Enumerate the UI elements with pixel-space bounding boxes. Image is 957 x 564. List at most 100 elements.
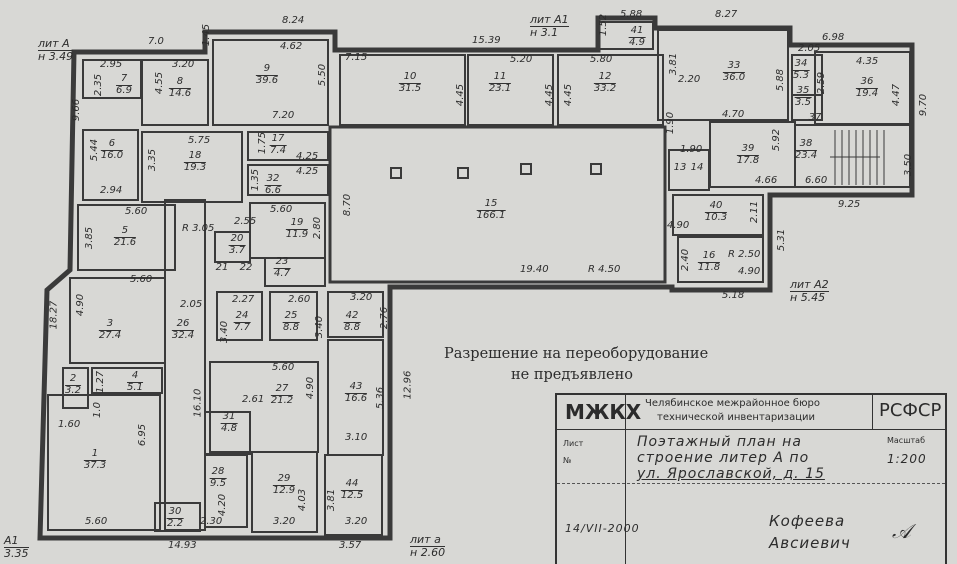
dimension-label: 5.75 — [188, 135, 211, 146]
dimension-label: 3.35 — [147, 148, 159, 172]
dimension-label: 3.10 — [345, 432, 368, 443]
checker-name: Авсиевич — [769, 534, 851, 552]
dimension-label: 1.45 — [201, 23, 213, 47]
room-area: 4.7 — [274, 267, 290, 279]
dimension-label: 2.55 — [234, 216, 257, 227]
room-area: 27.4 — [98, 329, 122, 341]
dimension-label: 2.59 — [816, 71, 828, 95]
dimension-label: 4.90 — [738, 266, 761, 277]
dimension-label: 1.35 — [250, 168, 262, 192]
room-number: 2 — [65, 373, 81, 386]
dimension-label: 3.57 — [339, 540, 362, 551]
room-number: 1 — [83, 448, 107, 461]
dimension-label: 3.81 — [668, 52, 680, 76]
room-number: 19 — [285, 217, 309, 230]
dimension-label: 3.20 — [350, 292, 373, 303]
room-number: 29 — [272, 473, 296, 486]
scale-label: Масштаб — [887, 436, 926, 445]
room-area: 36.0 — [722, 71, 746, 83]
dimension-label: 5.60 — [130, 274, 153, 285]
room-number: 24 — [233, 310, 251, 323]
dimension-label: 3.20 — [273, 516, 296, 527]
org-name-2: технической инвентаризации — [657, 412, 815, 423]
room-number: 42 — [343, 310, 361, 323]
liter-name: А1 — [4, 535, 29, 548]
room-area: 14.6 — [168, 87, 192, 99]
room-label: 37 — [807, 112, 824, 124]
room-number: 5 — [113, 225, 137, 238]
dimension-label: 1.60 — [58, 419, 81, 430]
dimension-label: 8.27 — [715, 9, 738, 20]
dimension-label: 6.95 — [137, 423, 149, 447]
dimension-label: 5.20 — [510, 54, 533, 65]
dimension-label: 2.61 — [242, 394, 265, 405]
room-number: 11 — [488, 71, 512, 84]
room-label: 13 — [672, 162, 689, 174]
dimension-label: 2.94 — [100, 185, 123, 196]
dimension-label: 6.98 — [822, 32, 845, 43]
room-area: 39.6 — [255, 74, 279, 86]
dimension-label: 2.60 — [288, 294, 311, 305]
room-number: 31 — [220, 411, 238, 424]
dimension-label: 3.50 — [903, 153, 915, 177]
dimension-label: 2.76 — [379, 306, 391, 330]
dimension-label: 1.52 — [598, 13, 610, 37]
executor-name: Кофеева — [769, 512, 846, 530]
dimension-label: 5.44 — [89, 138, 101, 162]
room-number: 25 — [282, 310, 300, 323]
dimension-label: 4.45 — [455, 83, 467, 107]
dimension-label: 2.35 — [93, 73, 105, 97]
room-area: 12.5 — [340, 489, 364, 501]
room-area: 3.2 — [65, 384, 81, 396]
title-block-stamp: МЖКХ Челябинское межрайонное бюро технич… — [555, 393, 947, 564]
room-number: 43 — [344, 381, 368, 394]
dimension-label: 4.25 — [296, 151, 319, 162]
dimension-label: 5.80 — [590, 54, 613, 65]
dimension-label: 2.05 — [180, 299, 203, 310]
plan-title-3: ул. Ярославской, д. 15 — [637, 466, 825, 482]
room-area: 37.3 — [83, 459, 107, 471]
dimension-label: 4.70 — [722, 109, 745, 120]
dimension-label: 7.20 — [272, 110, 295, 121]
dimension-label: 16.10 — [192, 388, 204, 418]
dimension-label: 1.90 — [665, 111, 677, 135]
room-area: 6.9 — [116, 84, 132, 96]
scale-value: 1:200 — [887, 452, 927, 466]
room-area: 16.0 — [100, 149, 124, 161]
dimension-label: 4.90 — [305, 376, 317, 400]
dimension-label: 2.40 — [680, 248, 692, 272]
dimension-label: 3.20 — [172, 59, 195, 70]
room-number: 4 — [127, 370, 143, 383]
dimension-label: 4.90 — [75, 293, 87, 317]
room-number: 12 — [593, 71, 617, 84]
room-area: 23.4 — [794, 149, 818, 161]
outer-wall — [37, 15, 915, 541]
room-number: 30 — [166, 506, 184, 519]
room-number: 40 — [704, 200, 728, 213]
